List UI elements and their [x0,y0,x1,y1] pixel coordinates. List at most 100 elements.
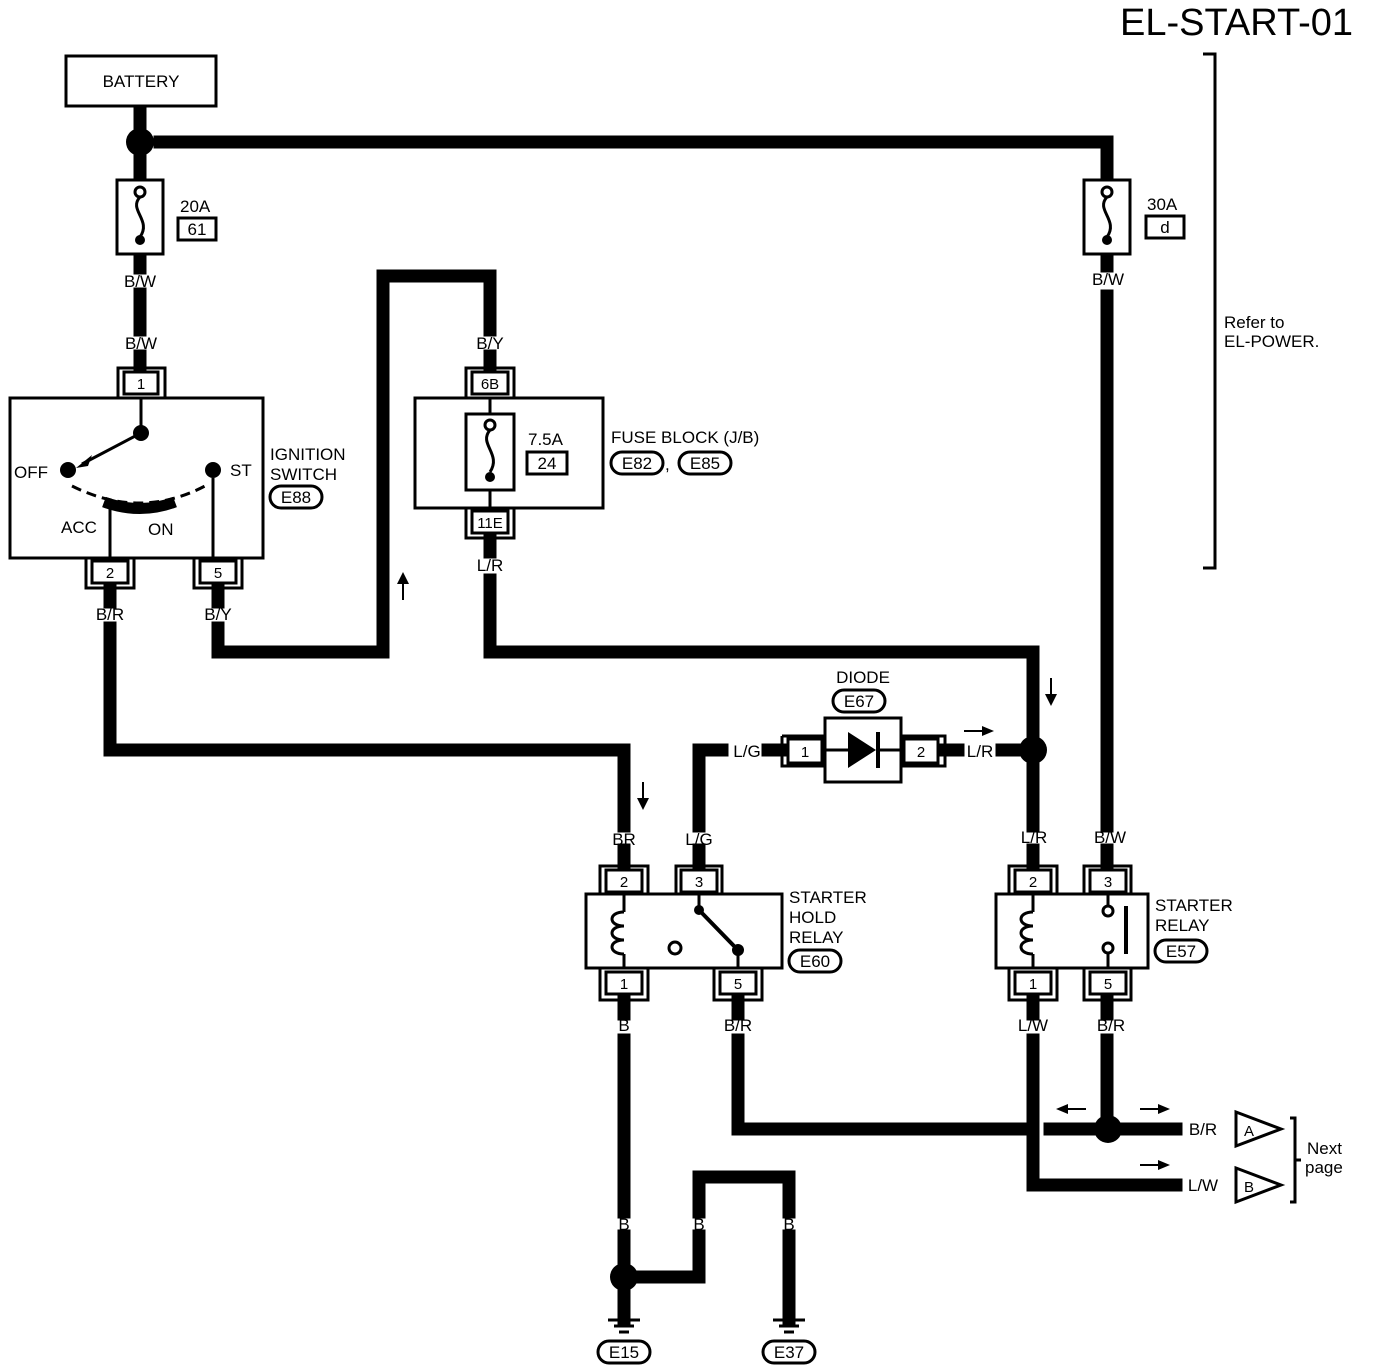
refer-line2: EL-POWER. [1224,332,1319,351]
wire-label-b2: B [618,1215,629,1234]
starter-relay: 2 3 1 5 [994,864,1150,1002]
wire-lr-run [483,573,1040,757]
refer-line1: Refer to [1224,313,1284,332]
fuseblock-pin-6b: 6B [481,376,499,393]
wire-label-lw1: L/W [1018,1016,1048,1035]
wire-label-lw2: L/W [1188,1176,1218,1195]
ign-pin-5: 5 [214,565,222,582]
diode-name: DIODE [836,668,890,687]
fuseblock-connector2-badge [677,450,733,476]
hold-pin-2: 2 [620,874,628,891]
wire-label-b3: B [693,1215,704,1234]
hold-relay-name-1: STARTER [789,888,867,907]
sr-pin-2: 2 [1029,874,1037,891]
wire-label-br1: B/R [96,605,124,624]
wire-label-lg1: L/G [733,742,760,761]
ground-e37-badge [761,1339,817,1365]
wire-br-run [103,621,631,833]
diode-pin-1: 1 [801,744,809,761]
diode-connector: E67 [844,692,874,711]
diode: 1 2 [780,716,947,784]
wire-label-bw1: B/W [124,272,156,291]
wire-label-br3: B/R [724,1016,752,1035]
ignition-name-2: SWITCH [270,465,337,484]
ground-e15: E15 [596,1318,652,1365]
fuseblock-name: FUSE BLOCK (J/B) [611,428,759,447]
arrow-down-icon [1045,678,1057,706]
wire-by-loop [211,269,497,659]
hold-pin-3: 3 [695,874,703,891]
starter-relay-name-2: RELAY [1155,916,1210,935]
fuseblock-connector1: E82 [622,454,652,473]
wire-lw-run [1026,1033,1183,1192]
connector-b: B [1234,1165,1286,1205]
sr-pin-3: 3 [1104,874,1112,891]
starter-relay-name-1: STARTER [1155,896,1233,915]
wire-label-bw4: B/W [1094,828,1126,847]
next-page-brace [1290,1116,1301,1204]
arrow-right-icon [1140,1104,1170,1114]
ign-pin-2: 2 [106,565,114,582]
ignition-switch: 1 2 5 OFF ST ACC ON [8,366,265,590]
flow-arrows [397,572,1170,1170]
wire-label-by2: B/Y [204,605,231,624]
fuse-d: 30A d [1082,178,1186,256]
splice-br [1094,1115,1122,1143]
fuse-d-rating: 30A [1147,195,1178,214]
fuseblock-number: 24 [538,454,557,473]
ground-e37-label: E37 [774,1343,804,1362]
hold-relay-name-2: HOLD [789,908,836,927]
ign-pos-acc: ACC [61,518,97,537]
wire-label-br5: B/R [1189,1120,1217,1139]
ign-pin-1: 1 [137,376,145,393]
hold-pin-5: 5 [734,976,742,993]
wire-battery-bus [153,135,1114,185]
wire-label-by1: B/Y [476,334,503,353]
wire-ground-bridge [692,1170,796,1219]
ignition-connector: E88 [281,488,311,507]
ground-e15-label: E15 [609,1343,639,1362]
arrow-right-icon [964,726,994,736]
wire-label-b4: B [783,1215,794,1234]
ignition-connector-badge [268,484,324,510]
fuseblock-separator: , [665,455,670,474]
fuse-61: 20A 61 [115,178,218,256]
starter-relay-connector-badge [1153,938,1209,964]
diode-connector-badge [831,688,887,714]
hold-pin-1: 1 [620,976,628,993]
connector-b-label: B [1244,1179,1254,1196]
sr-pin-1: 1 [1029,976,1037,993]
fuse-61-number: 61 [188,220,207,239]
wire-label-bw2: B/W [125,334,157,353]
wire-label-lg2: L/G [685,830,712,849]
wire-lg-run [692,743,729,833]
hold-relay-name-3: RELAY [789,928,844,947]
diode-pin-2: 2 [917,744,925,761]
fuseblock-rating: 7.5A [528,430,564,449]
wire-label-br2: BR [612,830,636,849]
hold-relay-connector-badge [787,948,843,974]
wire-label-b1: B [618,1016,629,1035]
arrow-left-icon [1056,1104,1086,1114]
ground-e15-badge [596,1339,652,1365]
wire-label-bw3: B/W [1092,270,1124,289]
ign-pos-on: ON [148,520,174,539]
sr-pin-5: 5 [1104,976,1112,993]
wire-label-br4: B/R [1097,1016,1125,1035]
ign-pos-off: OFF [14,463,48,482]
battery-box [64,54,218,108]
fuse-61-rating: 20A [180,197,211,216]
ignition-name-1: IGNITION [270,445,346,464]
splice-ground [610,1263,638,1291]
fuse-d-number: d [1160,218,1169,237]
diagram-title: EL-START-01 [1120,2,1353,44]
next-page-line2: page [1305,1158,1343,1177]
connector-a: A [1234,1109,1286,1149]
next-page-line1: Next [1307,1139,1342,1158]
fuse-block: 6B 11E 7.5A 24 [413,366,605,540]
wire-br-to-junction [731,1033,1027,1136]
ign-pos-st: ST [230,461,252,480]
wire-label-lr3: L/R [1021,828,1047,847]
hold-relay-connector: E60 [800,952,830,971]
